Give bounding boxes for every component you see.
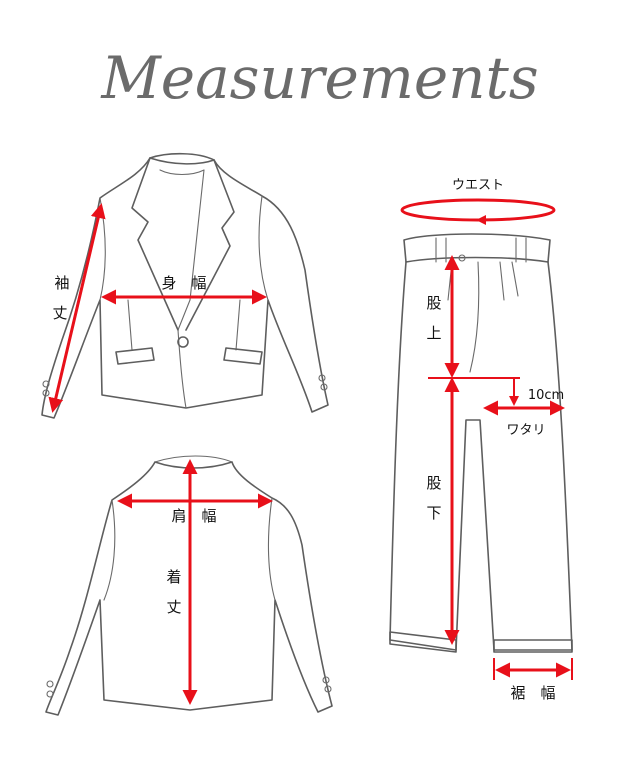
offset-label: 10cm: [528, 388, 564, 403]
rise-label-2: 上: [426, 324, 441, 342]
chest-width-label: 身 幅: [161, 274, 206, 292]
jacket-front-drawing: [41, 152, 329, 419]
back-length-label-2: 丈: [166, 598, 181, 616]
sleeve-length-arrow: [48, 203, 106, 413]
pants-drawing: [389, 233, 573, 653]
shoulder-width-label: 肩 幅: [171, 507, 216, 525]
thigh-label: ワタリ: [506, 423, 545, 438]
waist-ellipse: [400, 198, 556, 222]
back-length-label-1: 着: [166, 568, 181, 586]
rise-label-1: 股: [426, 294, 441, 312]
sleeve-label-2: 丈: [52, 304, 67, 322]
waist-label: ウエスト: [452, 178, 504, 193]
inseam-label-1: 股: [426, 474, 441, 492]
hem-width-label: 裾 幅: [510, 684, 555, 702]
sleeve-label-1: 袖: [54, 274, 69, 292]
page-title: Measurements: [100, 44, 538, 112]
inseam-label-2: 下: [426, 504, 441, 522]
